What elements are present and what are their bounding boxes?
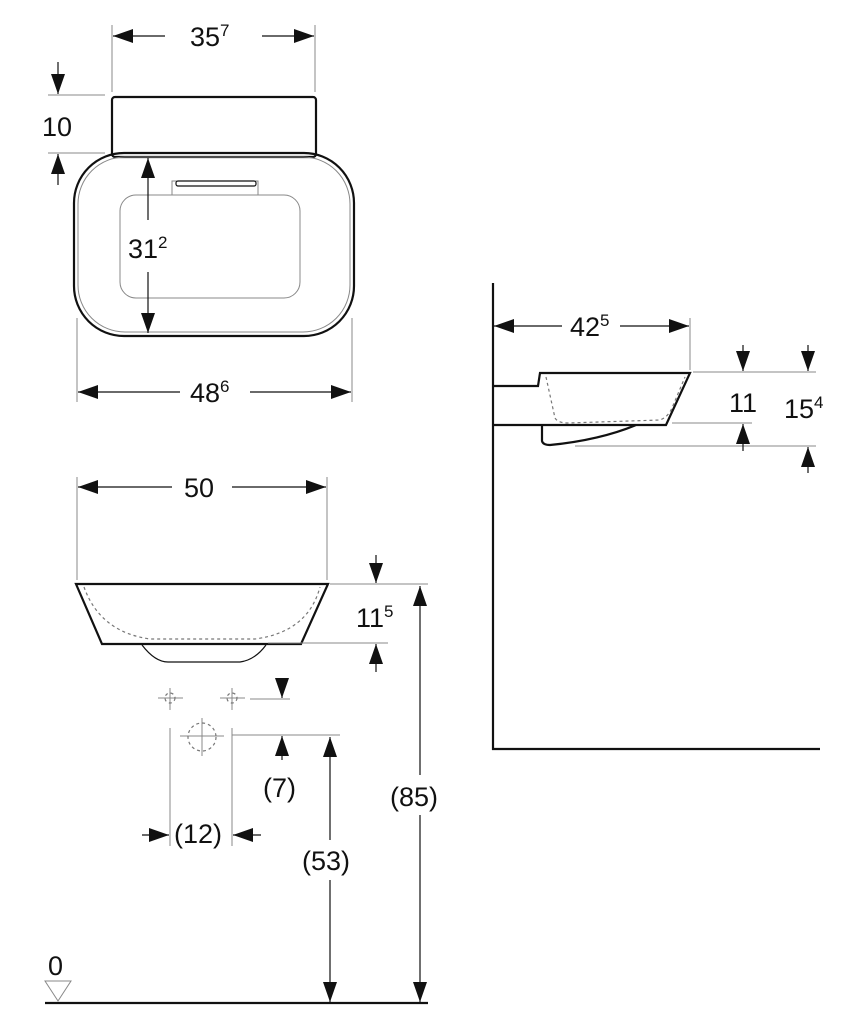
supply-crosshair-right [220,688,245,710]
front-view: 50 115 (85) (7) (12) [44,473,438,1005]
back-block [110,95,318,159]
basin-inner [119,194,301,299]
dim-rim-height: (85) [390,782,438,812]
dim-total-height: 154 [784,393,824,424]
dim-drain-height: (53) [302,846,350,876]
supply-crosshair-left [158,688,183,710]
side-view: 425 11 154 [491,283,824,751]
dim-basin-height: 115 [356,602,394,633]
basin-front [74,582,330,646]
dim-bowl-depth: 312 [128,233,168,264]
dim-back-depth: 10 [42,112,72,142]
basin-foot [141,644,267,663]
dim-back-width: 357 [190,21,230,52]
bowl-outline [72,151,356,338]
dim-front-width: 50 [184,473,214,503]
dim-side-basin-height: 11 [729,388,757,418]
overflow-slot [175,180,257,187]
drain-crosshair [180,718,224,756]
top-view: 357 10 312 486 [42,21,356,408]
floor-level-label: 0 [48,951,63,981]
dim-supply-offset: (7) [263,773,296,803]
dim-supply-spacing: (12) [174,819,222,849]
dim-projection: 425 [570,311,610,342]
basin-side [493,371,692,427]
dim-total-width: 486 [190,377,230,408]
basin-side-foot [540,423,637,447]
floor-level-icon [44,980,72,1002]
